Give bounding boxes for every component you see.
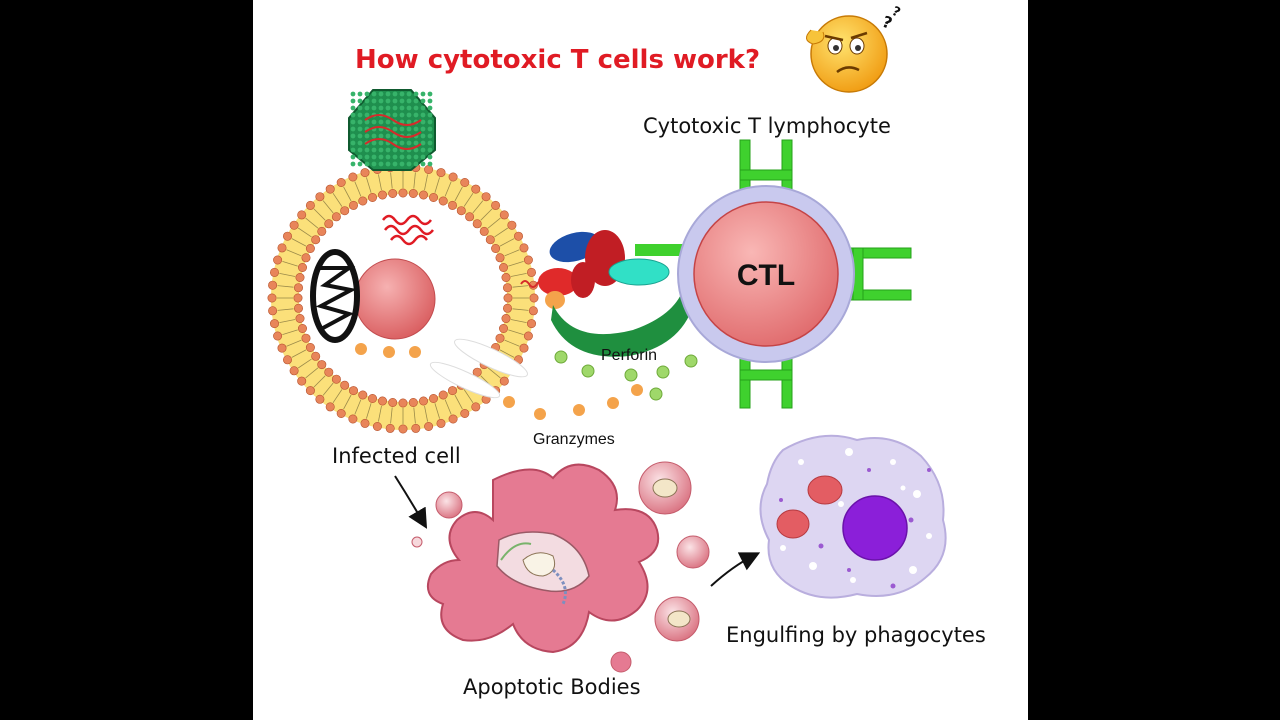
infected-cell: [267, 162, 539, 434]
ctl-nucleus: [693, 201, 839, 347]
membrane-pore: [429, 361, 501, 399]
infected-nucleus: [354, 258, 436, 340]
infected-cell-label: Infected cell: [332, 444, 461, 468]
granzymes-label: Granzymes: [533, 431, 615, 448]
apoptotic-cell: [427, 463, 660, 654]
arrow-to-apoptosis: [394, 475, 428, 529]
phagocyte-nucleus: [842, 495, 908, 561]
perforin-label: Perforin: [601, 347, 657, 364]
engulfed-body: [776, 509, 810, 539]
engulfed-body: [807, 475, 843, 505]
slide: How cytotoxic T cells work? ? ?: [253, 0, 1028, 720]
arrow-to-phagocyte: [710, 552, 761, 587]
ctl-caption: Cytotoxic T lymphocyte: [643, 114, 891, 138]
virus-capsid-icon: [348, 89, 436, 171]
apoptotic-bodies: [411, 461, 710, 673]
ctl-cell: CTL: [677, 139, 912, 409]
apoptotic-bodies-label: Apoptotic Bodies: [463, 675, 641, 699]
mitochondrion-icon: [310, 249, 360, 343]
viral-rna-icon: [382, 214, 434, 246]
diagram-title: How cytotoxic T cells work?: [355, 45, 760, 75]
mhc-tcr-complex: [520, 230, 695, 357]
granzyme-dot: [409, 346, 421, 358]
membrane-pore: [454, 338, 528, 378]
perforin-molecules: [554, 350, 698, 401]
svg-text:?: ?: [889, 4, 902, 21]
phagocyte: [759, 434, 947, 599]
granzyme-dot: [355, 343, 367, 355]
granzyme-molecules: [503, 384, 643, 420]
ctl-label: CTL: [737, 259, 795, 292]
granzyme-dot: [383, 346, 395, 358]
confused-face-icon: ? ?: [806, 4, 902, 93]
engulfing-label: Engulfing by phagocytes: [726, 623, 986, 647]
diagram: How cytotoxic T cells work? ? ?: [267, 4, 986, 699]
